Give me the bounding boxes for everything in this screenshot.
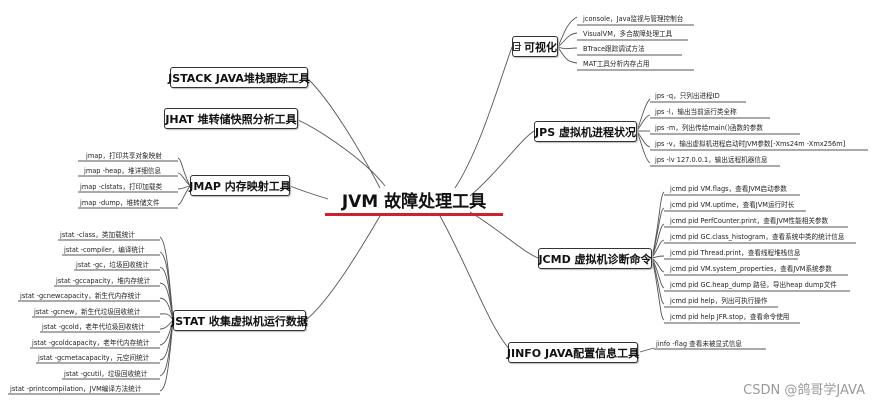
link-jmap <box>289 185 329 200</box>
watermark: CSDN @鸽哥学JAVA <box>743 383 865 398</box>
leaf-jstat-5: jstat -gcnew，新生代垃圾回收统计 <box>34 308 141 316</box>
link-jhat <box>295 118 386 187</box>
leaf-jstat-3: jstat -gccapacity，堆内存统计 <box>56 277 151 285</box>
leaf-jstat-0: jstat -class，类加载统计 <box>60 231 135 239</box>
node-jcmd[interactable]: JCMD 虚拟机诊断命令 <box>538 248 652 269</box>
leaf-jmap-0: jmap，打印共享对象映射 <box>86 152 162 160</box>
leaf-jps-2: jps -m，列出传给main()函数的参数 <box>655 124 763 132</box>
leaf-jps-4: jps -lv 127.0.0.1，输出远程机器信息 <box>655 156 768 164</box>
leaf-jps-1: jps -l，输出当前运行类全称 <box>655 108 737 116</box>
leaf-visual-0: jconsole，Java监视与管理控制台 <box>583 15 684 23</box>
list-icon <box>513 42 521 51</box>
node-jstat[interactable]: JSTAT 收集虚拟机运行数据 <box>171 310 308 331</box>
node-jstack[interactable]: JSTACK JAVA堆栈跟踪工具 <box>168 67 310 88</box>
leaf-jmap-2: jmap -clstats，打印加载类 <box>80 183 163 191</box>
leaf-jcmd-0: jcmd pid VM.flags，查看JVM启动参数 <box>670 185 787 193</box>
leaf-jstat-7: jstat -gcoldcapacity，老年代内存统计 <box>32 339 150 347</box>
leaf-jstat-1: jstat -compiler，编译统计 <box>64 246 145 254</box>
leaf-visual-2: BTrace跟踪调试方法 <box>583 45 645 53</box>
leaf-jstat-10: jstat -printcompilation，JVM编译方法统计 <box>10 385 142 393</box>
leaf-jcmd-6: jcmd pid GC.heap_dump 路径，导出heap dump文件 <box>670 281 837 289</box>
leaf-jps-0: jps -q，只列出进程ID <box>655 92 720 100</box>
node-jps[interactable]: JPS 虚拟机进程状况 <box>534 121 637 142</box>
leaf-jcmd-4: jcmd pid Thread.print，查看线程堆栈信息 <box>670 249 801 257</box>
leaf-jinfo-0: jinfo -flag 查看未被显式信息 <box>656 340 742 348</box>
leaf-jcmd-2: jcmd pid PerfCounter.print，查看JVM性能相关参数 <box>670 217 829 225</box>
node-jcmd-label: JCMD 虚拟机诊断命令 <box>538 252 652 266</box>
leaf-jstat-8: jstat -gcmetacapacity，元空间统计 <box>38 354 150 362</box>
leaf-visual-1: VisualVM，多合故障处理工具 <box>583 30 673 38</box>
leaf-jcmd-3: jcmd pid GC.class_histogram，查看系统中类的统计信息 <box>670 233 845 241</box>
leaf-jps-3: jps -v，输出虚拟机进程启动时JVM参数[-Xms24m -Xmx256m] <box>655 140 846 148</box>
node-jstat-label: JSTAT 收集虚拟机运行数据 <box>171 314 308 328</box>
node-jinfo-label: JINFO JAVA配置信息工具 <box>506 346 640 360</box>
leaf-jmap-1: jmap -heap，堆详细信息 <box>84 167 161 175</box>
node-visual-label: 可视化 <box>524 40 557 54</box>
leaf-jstat-4: jstat -gcnewcapacity，新生代内存统计 <box>20 292 141 300</box>
node-jmap[interactable]: JMAP 内存映射工具 <box>189 175 291 196</box>
leaf-jcmd-5: jcmd pid VM.system_properties，查看JVM系统参数 <box>670 265 832 273</box>
leaf-jmap-3: jmap -dump，堆转储文件 <box>80 199 160 207</box>
node-jinfo[interactable]: JINFO JAVA配置信息工具 <box>506 342 640 363</box>
node-jstack-label: JSTACK JAVA堆栈跟踪工具 <box>168 71 310 85</box>
link-jcmd <box>469 211 539 259</box>
link-jstack <box>307 78 381 189</box>
leaf-jcmd-7: jcmd pid help，列出可执行操作 <box>670 297 768 305</box>
central-topic-underline <box>325 213 503 216</box>
leaf-jcmd-8: jcmd pid help JFR.stop，查看命令使用 <box>670 313 790 321</box>
node-jps-label: JPS 虚拟机进程状况 <box>535 125 636 139</box>
leaf-jstat-9: jstat -gcutil，垃圾回收统计 <box>64 370 148 378</box>
link-jinfo <box>439 215 513 353</box>
link-visual <box>454 46 513 189</box>
leaf-visual-3: MAT工具分析内存占用 <box>583 60 650 68</box>
node-jhat-label: JHAT 堆转储快照分析工具 <box>165 112 297 126</box>
leaf-jstat-6: jstat -gcold，老年代垃圾回收统计 <box>42 323 145 331</box>
leaf-jstat-2: jstat -gc，垃圾回收统计 <box>76 261 149 269</box>
link-jps <box>469 130 535 197</box>
central-topic: JVM 故障处理工具 <box>341 191 487 212</box>
node-visual[interactable]: 可视化 <box>512 36 558 57</box>
link-jstat <box>305 215 381 321</box>
leaf-jcmd-1: jcmd pid VM.uptime，查看JVM运行时长 <box>670 201 795 209</box>
node-jmap-label: JMAP 内存映射工具 <box>189 179 291 193</box>
node-jhat[interactable]: JHAT 堆转储快照分析工具 <box>164 108 298 129</box>
